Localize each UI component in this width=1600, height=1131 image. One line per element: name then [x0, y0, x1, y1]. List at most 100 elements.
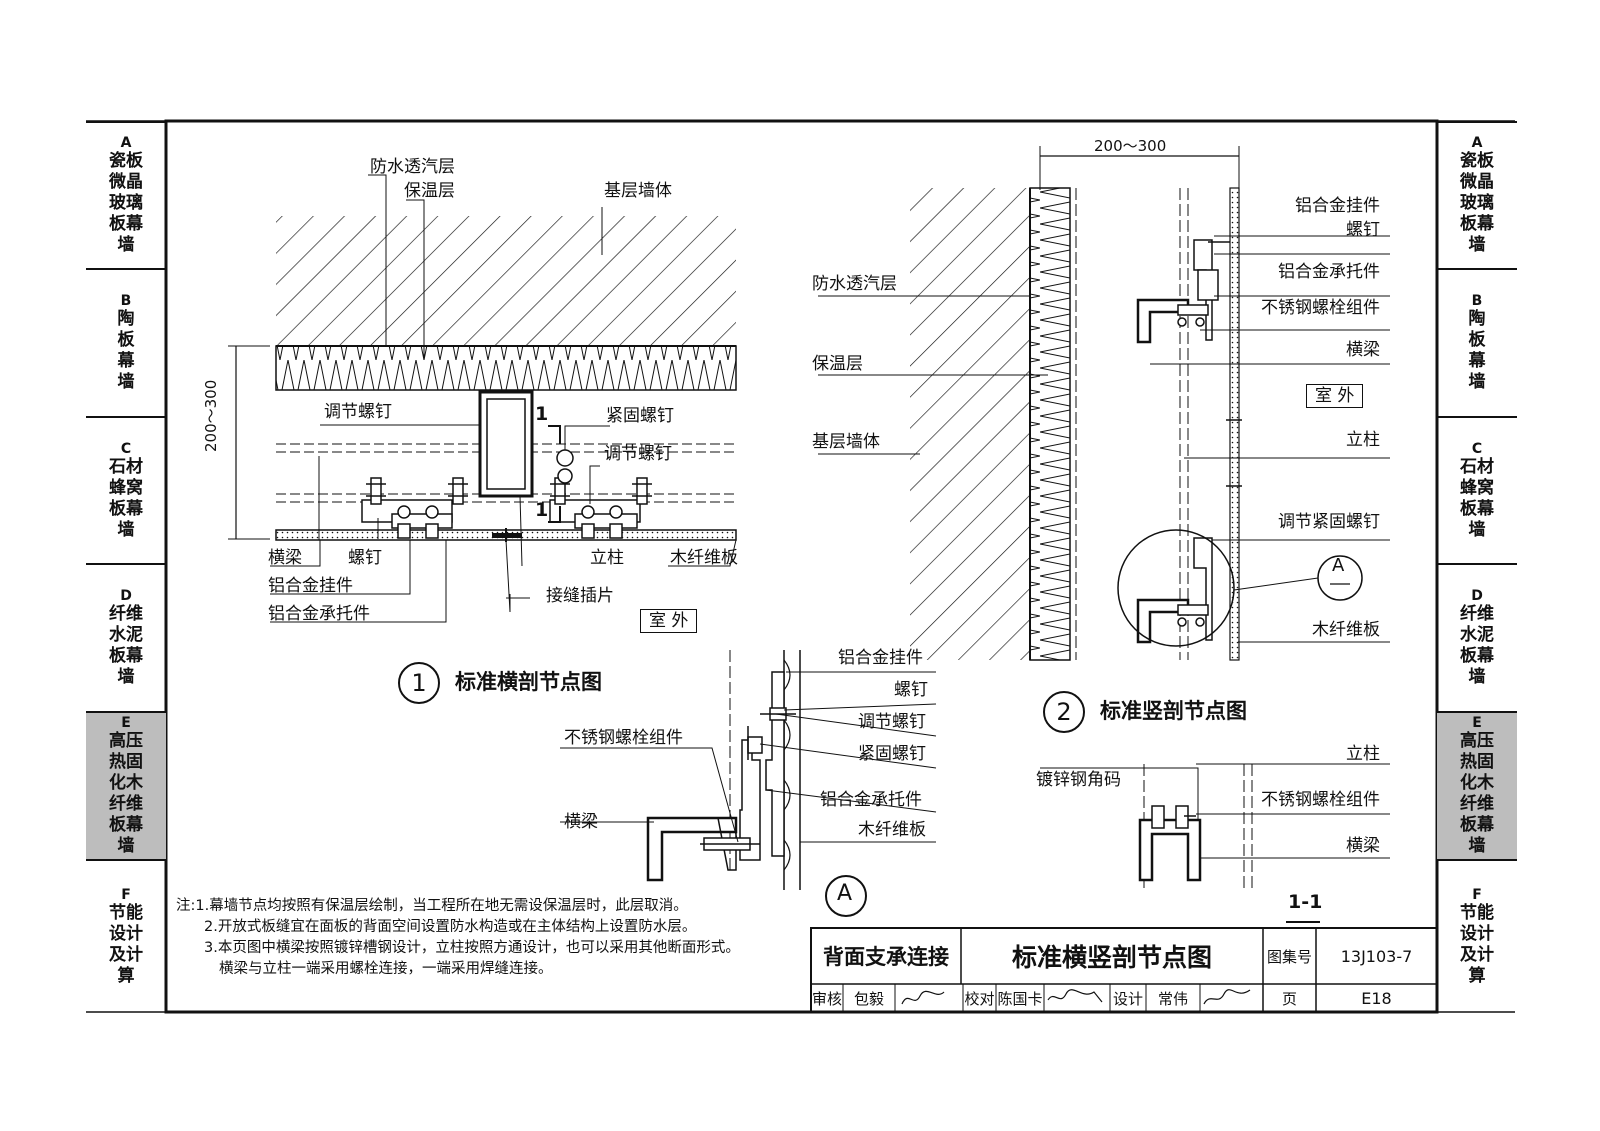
side-tab-label: 化木 [1460, 773, 1494, 793]
tb-designer: 常伟 [1157, 989, 1188, 1008]
label-screw: 螺钉 [348, 548, 382, 568]
side-tab-label: 纤维 [109, 604, 143, 624]
label-joint-insert: 接缝插片 [546, 586, 614, 606]
side-tab-label: 及计 [1460, 944, 1494, 965]
label11-column: 立柱 [1346, 744, 1380, 764]
side-tab-code: A [1471, 135, 1483, 151]
side-tab-label: 纤维 [1460, 794, 1494, 814]
title-block-lines [810, 927, 1438, 1013]
side-tab-label: 设计 [1460, 923, 1494, 944]
side-tab-label: 板 [1468, 330, 1486, 350]
labelA-adjust-screw: 调节螺钉 [858, 712, 926, 732]
side-tab-code: B [120, 293, 132, 309]
dimension-200-300-vertical: 200～300 [1094, 137, 1167, 155]
side-tab-label: 墙 [117, 667, 135, 687]
section-mark-top: 1 [535, 403, 549, 425]
note-2: 2.开放式板缝宜在面板的背面空间设置防水构造或在主体结构上设置防水层。 [204, 919, 697, 935]
label-waterproof-layer-2: 防水透汽层 [812, 274, 897, 294]
label-beam-2: 横梁 [1346, 340, 1380, 360]
detailA-drawing [560, 650, 937, 917]
side-tab-label: 水泥 [109, 625, 143, 645]
side-tab-label: 墙 [1468, 235, 1486, 255]
side-tab-label: 节能 [109, 902, 143, 923]
section11-drawing [1040, 763, 1390, 923]
note-3: 3.本页图中横梁按照镀锌槽钢设计，立柱按照方通设计，也可以采用其他断面形式。 [204, 940, 740, 956]
side-tab-label: 墙 [1468, 836, 1486, 856]
side-tab-label: 瓷板 [109, 151, 143, 171]
side-tab-label: 微晶 [1460, 172, 1494, 192]
tb-atlas-label: 图集号 [1266, 947, 1312, 966]
side-tab-label: 热固 [109, 752, 143, 772]
labelA-bracket: 铝合金承托件 [820, 790, 922, 810]
labelA-hanger: 铝合金挂件 [838, 648, 923, 668]
side-tab-code: D [120, 588, 132, 604]
label-wood-fiber-board-2: 木纤维板 [1312, 620, 1380, 640]
side-tab-label: 幕 [1468, 351, 1486, 371]
tb-checker: 陈国卡 [997, 989, 1043, 1008]
label-screw-2: 螺钉 [1346, 220, 1380, 240]
side-tab-label: 板幕 [109, 214, 143, 234]
side-tab-label: 纤维 [1460, 604, 1494, 624]
detail-ref-a: A [1332, 555, 1345, 576]
side-tab-label: 墙 [1468, 372, 1486, 392]
detail2-drawing [818, 146, 1390, 661]
label-hanger-2: 铝合金挂件 [1295, 196, 1380, 216]
label-fastening-bolt: 紧固螺钉 [606, 406, 674, 426]
detail2-title: 标准竖剖节点图 [1100, 699, 1247, 723]
detail1-drawing [228, 174, 737, 623]
label-bracket-2: 铝合金承托件 [1278, 262, 1380, 282]
side-tab-label: 幕 [117, 351, 135, 371]
label-base-wall-2: 基层墙体 [812, 432, 880, 452]
side-tab-label: 蜂窝 [109, 477, 143, 498]
detailA-mark: A [837, 881, 853, 906]
tb-page-no: E18 [1361, 988, 1392, 1008]
side-tab-label: 板幕 [1460, 815, 1494, 835]
side-tab-label: 纤维 [109, 794, 143, 814]
label-bracket: 铝合金承托件 [268, 604, 370, 624]
tb-review-label: 审核 [811, 989, 842, 1008]
label-exterior-1: 室 外 [640, 609, 698, 633]
dimension-200-300: 200～300 [202, 379, 220, 452]
side-tab-label: 石材 [109, 456, 143, 477]
labelA-beam: 横梁 [564, 812, 598, 832]
side-tab-code: F [121, 886, 131, 903]
side-tab-label: 陶 [1468, 309, 1486, 329]
section-mark-bottom: 1 [535, 499, 549, 521]
side-tab-label: 高压 [109, 731, 143, 751]
side-tab-label: 墙 [117, 836, 135, 856]
label-wood-fiber-board: 木纤维板 [670, 548, 738, 568]
side-tab-label: 板幕 [109, 646, 143, 666]
tb-design-label: 设计 [1112, 989, 1143, 1008]
side-tab-label: 墙 [117, 372, 135, 392]
side-tab-label: 热固 [1460, 752, 1494, 772]
note-4: 横梁与立柱一端采用螺栓连接，一端采用焊缝连接。 [219, 961, 553, 977]
notes: 注:1.幕墙节点均按照有保温层绘制，当工程所在地无需设保温层时，此层取消。 2.… [176, 896, 740, 980]
labelA-screw: 螺钉 [894, 680, 928, 700]
side-tab-code: E [1472, 715, 1482, 731]
label11-beam: 横梁 [1346, 836, 1380, 856]
side-tab-label: 板幕 [109, 498, 143, 519]
label-adjust-screw-left: 调节螺钉 [324, 402, 392, 422]
side-tab-label: 板幕 [1460, 498, 1494, 519]
side-tab-label: 微晶 [109, 172, 143, 192]
label-exterior-2: 室 外 [1306, 384, 1364, 408]
side-tab-label: 设计 [109, 923, 143, 944]
label-column-2: 立柱 [1346, 430, 1380, 450]
label-insulation-2: 保温层 [812, 354, 863, 374]
side-tab-code: E [121, 715, 131, 731]
detail1-number: 1 [398, 662, 440, 704]
tb-atlas-no: 13J103-7 [1340, 946, 1413, 966]
